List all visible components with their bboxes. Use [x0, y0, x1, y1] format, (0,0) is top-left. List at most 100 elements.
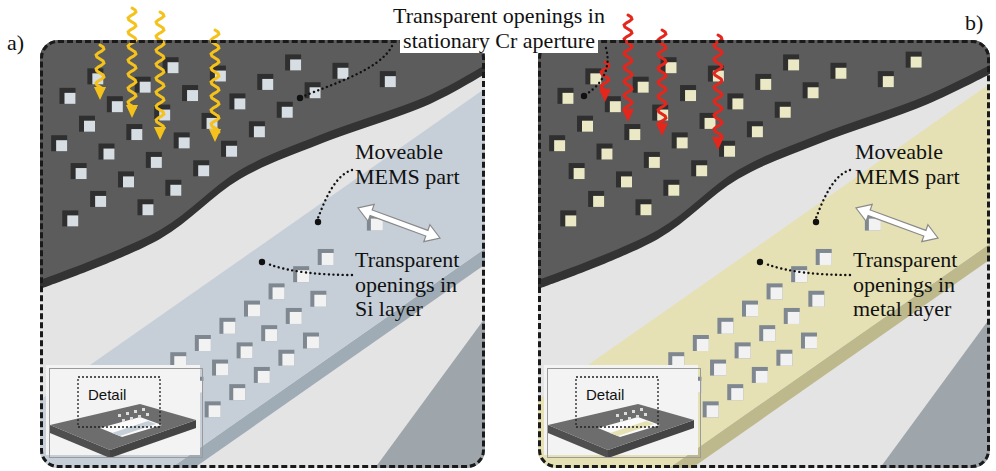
hole-opening [610, 101, 621, 112]
hole-wall [633, 77, 649, 93]
beam-hole [776, 350, 792, 366]
hole-opening [808, 87, 819, 98]
beam-hole [742, 301, 758, 317]
hole-opening [151, 157, 162, 168]
substrate-background [538, 40, 990, 468]
hole-wall [71, 163, 87, 179]
aperture-hole [182, 85, 198, 101]
aperture-hole [126, 124, 142, 140]
leader-dot [757, 259, 763, 265]
callout-label: Moveable MEMS part [355, 140, 480, 189]
aperture-hole [549, 135, 565, 151]
beam-hole [752, 367, 768, 383]
light-ray [156, 12, 164, 130]
hole-wall [205, 401, 221, 417]
hole-opening [812, 295, 824, 307]
beam-hole [269, 283, 285, 299]
hole-wall [261, 325, 277, 341]
hole-opening [95, 196, 106, 207]
light-ray [624, 15, 632, 111]
beam-hole [727, 384, 743, 400]
cr-aperture [538, 40, 990, 280]
aperture-hole [380, 71, 396, 87]
hole-wall [212, 360, 228, 376]
aperture-hole [663, 180, 679, 196]
hole-opening [84, 121, 95, 132]
leader-dot [581, 93, 587, 99]
hole-opening [780, 354, 792, 366]
hole-wall [747, 121, 763, 137]
hole-wall [878, 71, 894, 87]
hole-wall [549, 135, 565, 151]
hole-opening [593, 196, 604, 207]
hole-wall [803, 82, 819, 98]
hole-wall [229, 93, 245, 109]
light-ray [658, 30, 666, 126]
hole-opening [337, 68, 348, 79]
detail-frame [78, 377, 160, 427]
hole-wall [249, 121, 265, 137]
hole-wall [221, 141, 237, 157]
hole-wall [137, 199, 153, 215]
hole-opening [170, 185, 181, 196]
hole-wall [174, 132, 190, 148]
hole-opening [752, 126, 763, 137]
hole-wall [269, 283, 285, 299]
aperture-hole [98, 144, 114, 160]
inset-hole [142, 408, 145, 411]
hole-opening [869, 219, 881, 231]
hole-wall [303, 333, 319, 349]
hole-wall [118, 171, 134, 187]
hole-wall [710, 360, 726, 376]
hole-wall [624, 124, 640, 140]
hole-wall [293, 266, 309, 282]
hole-wall [257, 74, 273, 90]
beam-hole [229, 384, 245, 400]
ray-arrowhead [622, 109, 634, 122]
aperture-hole [577, 116, 593, 132]
hole-wall [767, 283, 783, 299]
hole-wall [195, 335, 211, 351]
hole-opening [835, 68, 846, 79]
hole-wall [717, 318, 733, 334]
hole-wall [182, 85, 198, 101]
inset-beam [112, 421, 156, 436]
substrate-band [880, 318, 990, 468]
aperture-hole [680, 85, 696, 101]
hole-opening [780, 107, 791, 118]
hole-opening [209, 405, 221, 417]
beam-hole [808, 291, 824, 307]
hole-opening [677, 137, 688, 148]
beam-hole [703, 401, 719, 417]
beam-hole [759, 325, 775, 341]
inset-hole [620, 419, 623, 422]
hole-opening [64, 93, 75, 104]
beam-hole [801, 333, 817, 349]
hole-opening [56, 140, 67, 151]
hole-wall [557, 88, 573, 104]
panel-clip [40, 40, 485, 468]
beam-hole [784, 308, 800, 324]
aperture-hole [62, 210, 78, 226]
beam-hole [767, 283, 783, 299]
callout-label: Transparent openings in metal layer [853, 248, 983, 322]
hole-wall [691, 160, 707, 176]
hole-opening [685, 90, 696, 101]
hole-wall [616, 171, 632, 187]
hole-wall [62, 210, 78, 226]
hole-opening [290, 59, 301, 70]
hole-wall [663, 180, 679, 196]
substrate-background [40, 40, 485, 468]
beam-hole [710, 360, 726, 376]
ray-arrowhead [599, 89, 611, 102]
inset-art [46, 365, 200, 458]
aperture-hole [644, 152, 660, 168]
hole-opening [216, 364, 228, 376]
hole-wall [193, 160, 209, 176]
hole-opening [554, 140, 565, 151]
label-box: Transparent openings in Si layer [355, 248, 480, 322]
aperture-hole [596, 144, 612, 160]
hole-wall [727, 93, 743, 109]
cr-aperture [40, 40, 485, 280]
